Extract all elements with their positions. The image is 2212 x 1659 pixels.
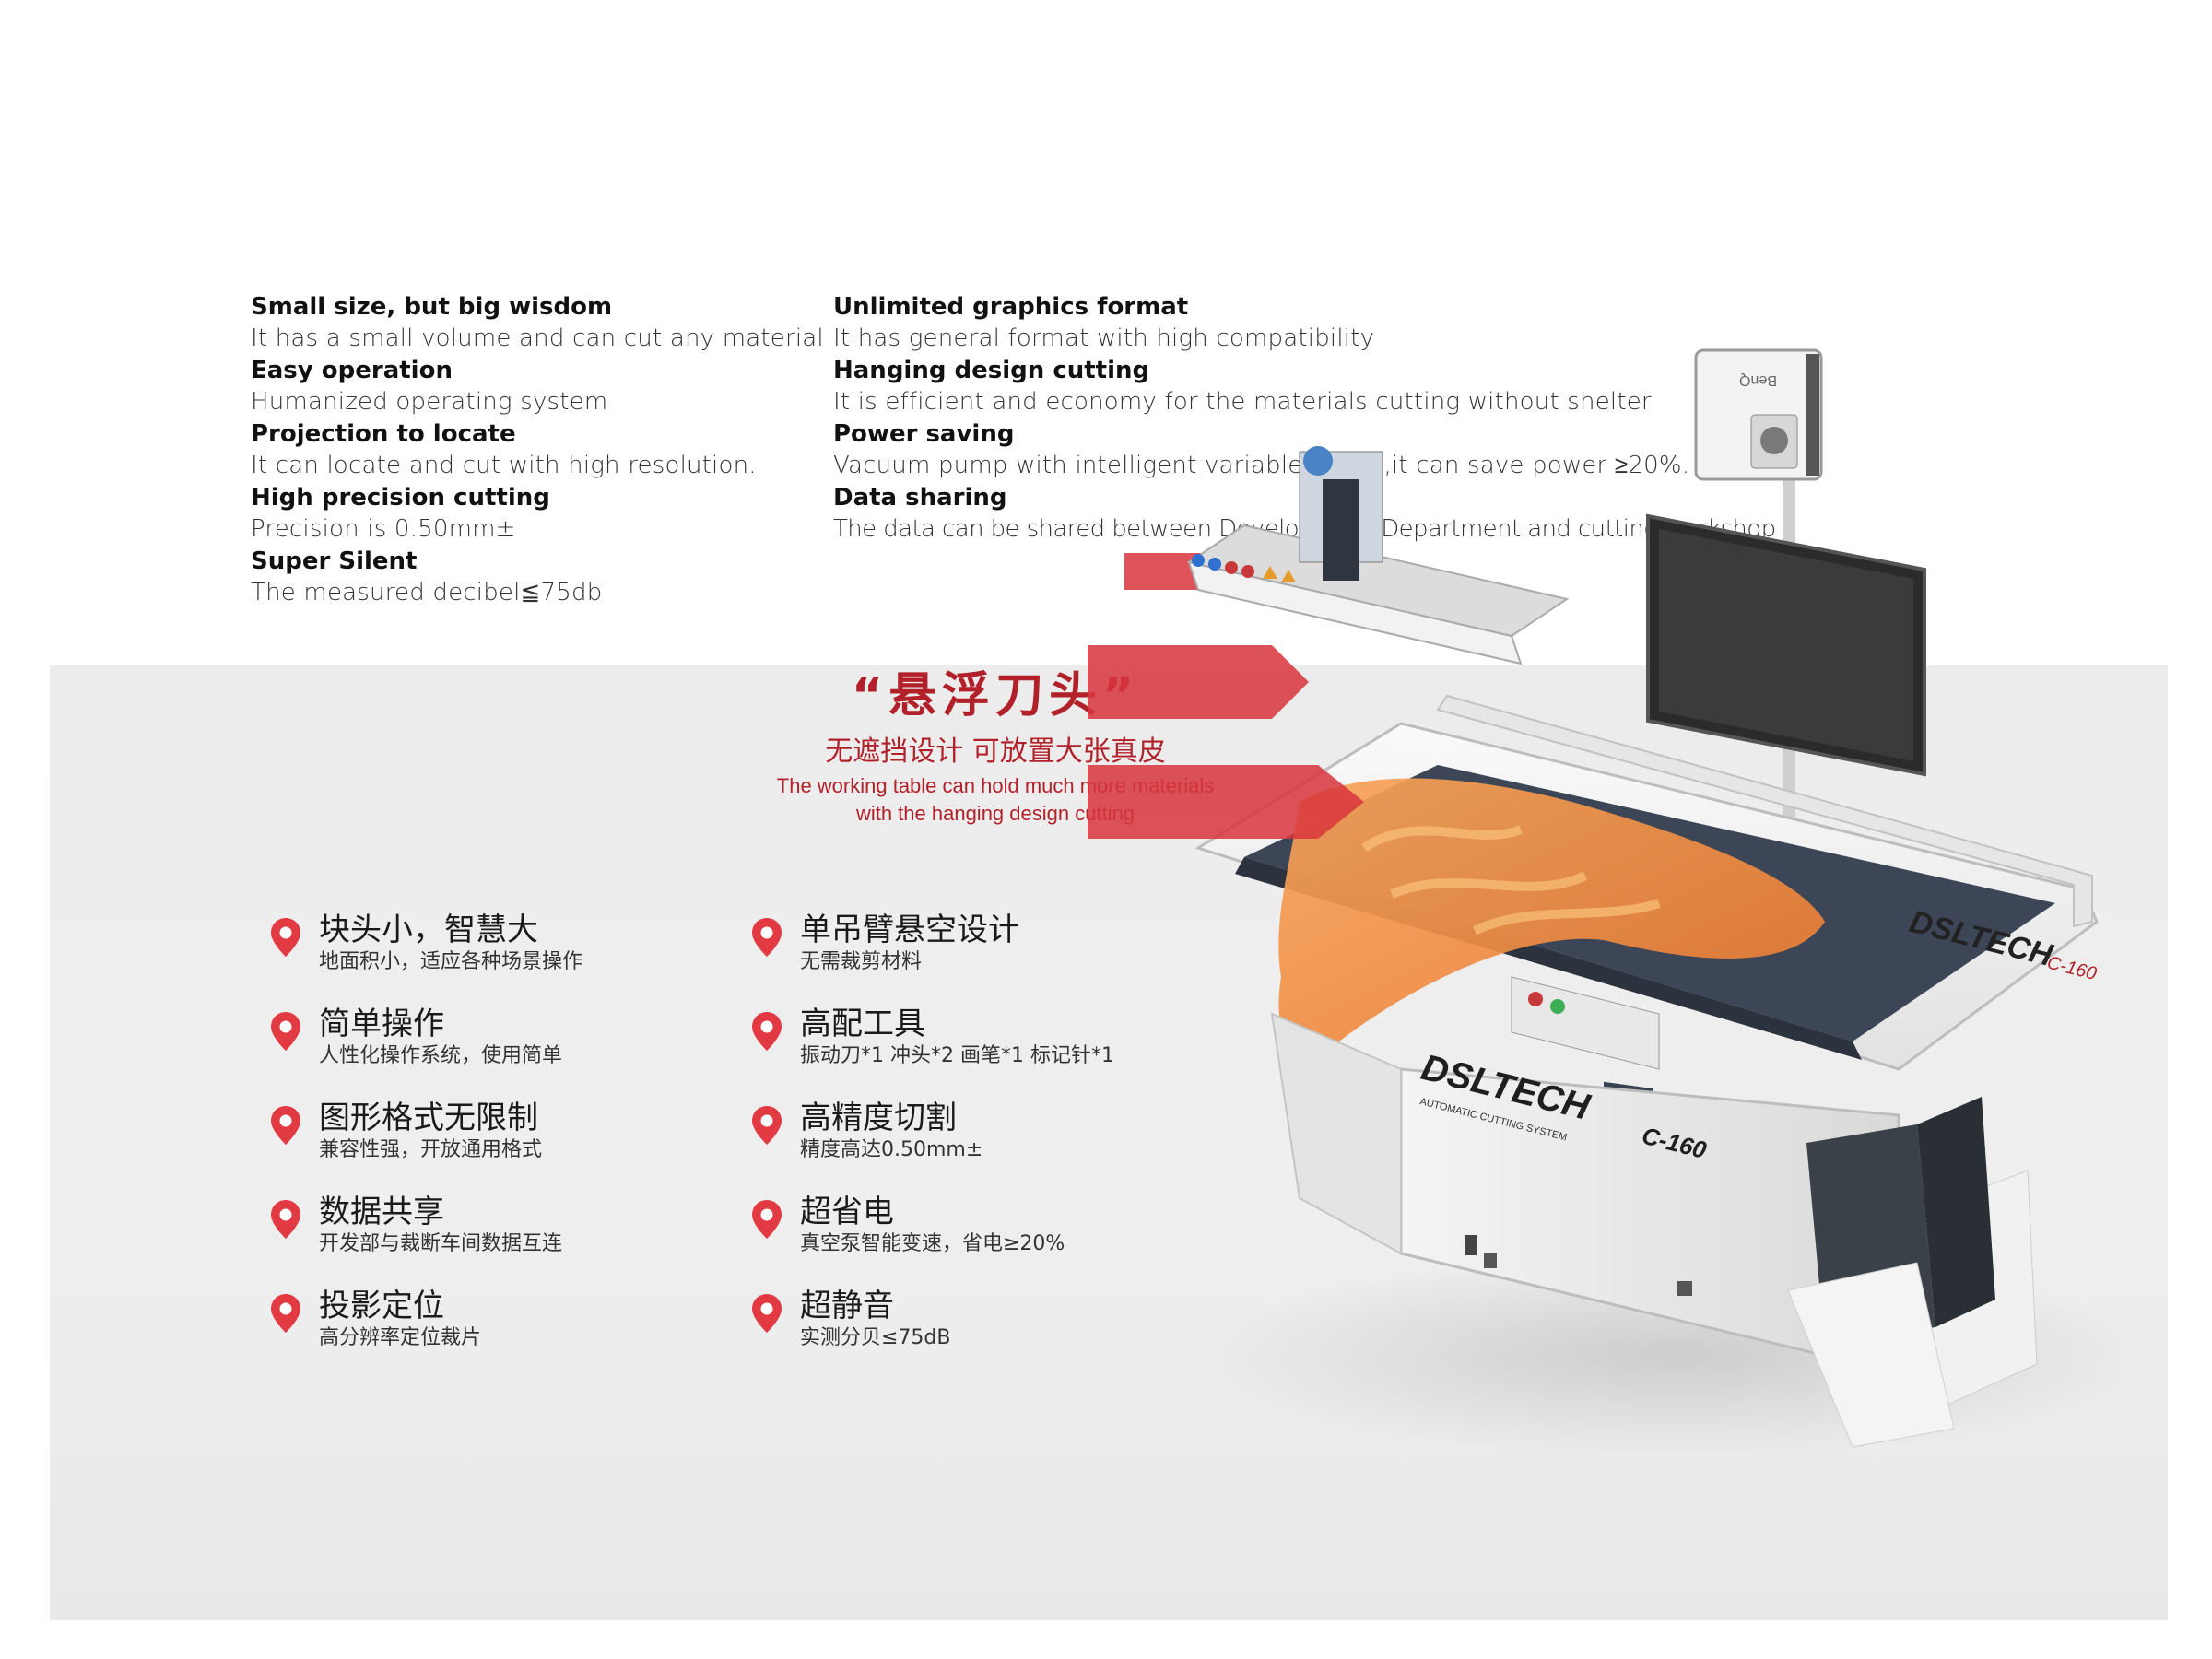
feature-desc: It can locate and cut with high resoluti… <box>251 452 757 479</box>
features-en-left: Small size, but big wisdom It has a small… <box>251 291 824 609</box>
cutting-head-gantry <box>1186 446 1570 665</box>
cn-feature-desc: 兼容性强，开放通用格式 <box>319 1138 543 1161</box>
location-pin-icon <box>752 1200 782 1239</box>
location-pin-icon <box>271 1012 300 1051</box>
cn-feature-item: 单吊臂悬空设计 无需裁剪材料 <box>750 911 1114 1005</box>
cn-feature-desc: 无需裁剪材料 <box>800 950 923 973</box>
location-pin-icon <box>752 1294 782 1333</box>
cn-feature-desc: 人性化操作系统，使用简单 <box>319 1044 563 1067</box>
cn-feature-title: 数据共享 <box>319 1194 444 1230</box>
cn-feature-desc: 真空泵智能变速，省电≥20% <box>800 1232 1065 1255</box>
cn-feature-desc: 实测分贝≤75dB <box>800 1326 951 1349</box>
feature-desc: Vacuum pump with intelligent variable sp… <box>833 452 1690 479</box>
feature-item: Unlimited graphics format It has general … <box>833 291 1663 355</box>
cn-feature-desc: 高分辨率定位裁片 <box>319 1326 482 1349</box>
feature-item: Projection to locate It can locate and cu… <box>251 418 804 482</box>
feature-desc: It has a small volume and can cut any ma… <box>251 324 824 352</box>
feature-title: Super Silent <box>251 547 418 575</box>
cn-feature-title: 图形格式无限制 <box>319 1100 538 1136</box>
cn-feature-title: 投影定位 <box>319 1288 444 1324</box>
cn-feature-desc: 振动刀*1 冲头*2 画笔*1 标记针*1 <box>800 1044 1114 1067</box>
cn-feature-item: 数据共享 开发部与裁断车间数据互连 <box>269 1193 582 1287</box>
location-pin-icon <box>752 1012 782 1051</box>
feature-title: Unlimited graphics format <box>833 293 1189 321</box>
cn-feature-item: 超省电 真空泵智能变速，省电≥20% <box>750 1193 1114 1287</box>
feature-title: Data sharing <box>833 484 1007 512</box>
feature-desc: Humanized operating system <box>251 388 608 416</box>
feature-title: Projection to locate <box>251 420 516 448</box>
motion-arrows <box>1088 553 1364 839</box>
cn-feature-item: 高配工具 振动刀*1 冲头*2 画笔*1 标记针*1 <box>750 1005 1114 1099</box>
feature-item: Hanging design cutting It is efficient an… <box>833 355 1663 418</box>
cn-feature-item: 简单操作 人性化操作系统，使用简单 <box>269 1005 582 1099</box>
feature-desc: It has general format with high compatib… <box>833 324 1375 352</box>
features-cn-left: 块头小，智慧大 地面积小，适应各种场景操作 简单操作 人性化操作系统，使用简单 … <box>269 911 582 1381</box>
location-pin-icon <box>752 1106 782 1145</box>
model-label-rail: C-160 <box>2045 953 2099 985</box>
location-pin-icon <box>752 918 782 957</box>
location-pin-icon <box>271 1200 300 1239</box>
projector-brand: BenQ <box>1739 372 1777 388</box>
location-pin-icon <box>271 1294 300 1333</box>
pc-tower <box>1787 1097 2038 1448</box>
cutting-machine-illustration: BenQ <box>1088 348 2120 1456</box>
cn-feature-title: 简单操作 <box>319 1006 444 1042</box>
headline-subtitle-cn: 无遮挡设计 可放置大张真皮 <box>825 735 1166 768</box>
cn-feature-desc: 地面积小，适应各种场景操作 <box>319 950 583 973</box>
cn-feature-title: 高配工具 <box>800 1006 925 1042</box>
location-pin-icon <box>271 1106 300 1145</box>
feature-title: High precision cutting <box>251 484 550 512</box>
cn-feature-item: 块头小，智慧大 地面积小，适应各种场景操作 <box>269 911 582 1005</box>
cn-feature-title: 高精度切割 <box>800 1100 957 1136</box>
features-cn-right: 单吊臂悬空设计 无需裁剪材料 高配工具 振动刀*1 冲头*2 画笔*1 标记针*… <box>750 911 1114 1381</box>
features-en-right: Unlimited graphics format It has general … <box>833 291 1776 546</box>
cn-feature-title: 超静音 <box>800 1288 894 1324</box>
cn-feature-item: 图形格式无限制 兼容性强，开放通用格式 <box>269 1099 582 1193</box>
cn-feature-desc: 精度高达0.50mm± <box>800 1138 983 1161</box>
cn-feature-title: 单吊臂悬空设计 <box>800 912 1019 948</box>
cn-feature-desc: 开发部与裁断车间数据互连 <box>319 1232 563 1255</box>
feature-desc: It is efficient and economy for the mate… <box>833 388 1652 416</box>
feature-title: Power saving <box>833 420 1015 448</box>
cn-feature-title: 块头小，智慧大 <box>319 912 538 948</box>
feature-desc: Precision is 0.50mm± <box>251 515 516 543</box>
feature-title: Easy operation <box>251 357 453 384</box>
monitor <box>1646 513 1926 866</box>
cn-feature-item: 超静音 实测分贝≤75dB <box>750 1287 1114 1381</box>
feature-title: Hanging design cutting <box>833 357 1150 384</box>
feature-title: Small size, but big wisdom <box>251 293 613 321</box>
location-pin-icon <box>271 918 300 957</box>
cn-feature-item: 高精度切割 精度高达0.50mm± <box>750 1099 1114 1193</box>
feature-desc: The measured decibel≦75db <box>251 579 603 606</box>
cn-feature-item: 投影定位 高分辨率定位裁片 <box>269 1287 582 1381</box>
cn-feature-title: 超省电 <box>800 1194 894 1230</box>
feature-item: Small size, but big wisdom It has a small… <box>251 291 824 355</box>
